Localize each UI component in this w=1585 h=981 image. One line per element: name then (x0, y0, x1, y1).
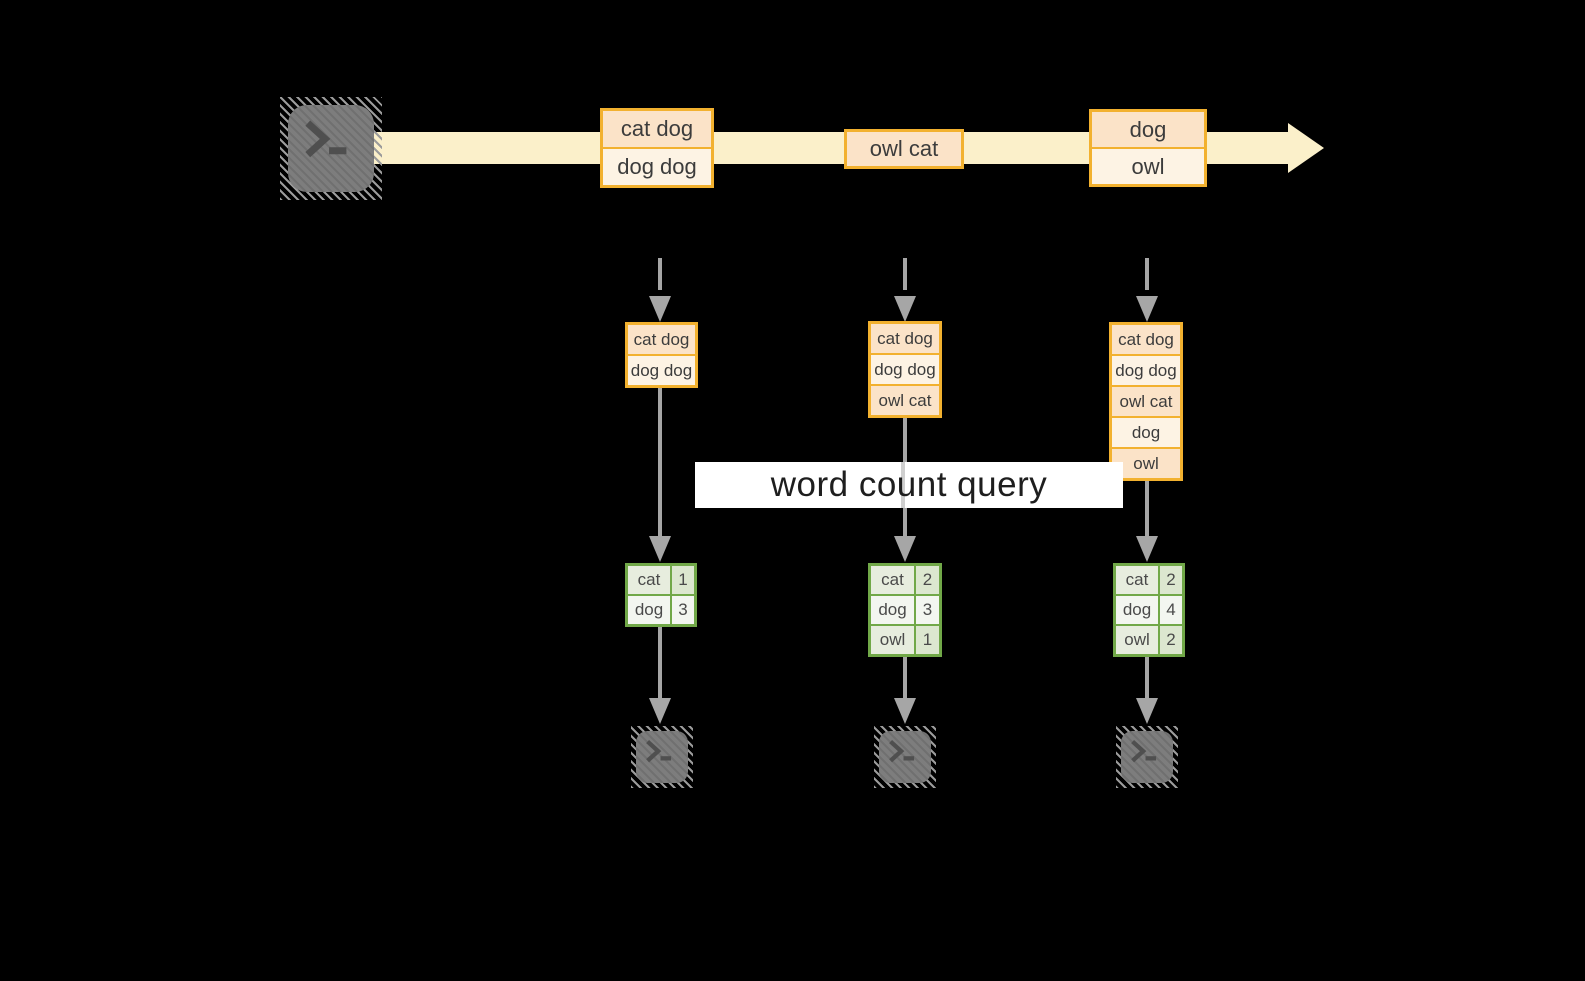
arrowhead-icon (894, 698, 916, 724)
terminal-prompt-icon (889, 739, 915, 763)
count-value: 3 (916, 596, 939, 624)
batch-item: dog dog (1112, 356, 1180, 385)
count-word: dog (1116, 596, 1158, 624)
dashed-arrow-line (658, 258, 662, 290)
batch-item: owl (1112, 449, 1180, 478)
count-value: 3 (672, 596, 694, 624)
count-word: owl (1116, 626, 1158, 654)
stream-batch-1: cat dog dog dog (600, 108, 714, 188)
batch-item: dog dog (628, 356, 695, 385)
batch-item: cat dog (628, 325, 695, 354)
result-table-2: cat 2 dog 3 owl 1 (868, 563, 942, 657)
stream-batch-2: owl cat (844, 129, 964, 169)
count-value: 4 (1160, 596, 1182, 624)
query-label: word count query (770, 465, 1048, 504)
count-word: dog (871, 596, 914, 624)
batch-item: dog dog (603, 149, 711, 185)
input-table-2: cat dog dog dog owl cat (868, 321, 942, 418)
count-word: owl (871, 626, 914, 654)
result-table-3: cat 2 dog 4 owl 2 (1113, 563, 1185, 657)
terminal-icon (1116, 726, 1178, 788)
count-value: 2 (1160, 566, 1182, 594)
batch-item: owl cat (871, 386, 939, 415)
terminal-icon-body (288, 105, 374, 192)
query-label-box: word count query (695, 462, 1123, 508)
terminal-icon (631, 726, 693, 788)
arrowhead-icon (1136, 698, 1158, 724)
connector-line (903, 657, 907, 700)
terminal-icon-body (1120, 730, 1174, 784)
terminal-prompt-icon (304, 120, 346, 158)
count-value: 1 (672, 566, 694, 594)
arrowhead-icon (649, 296, 671, 322)
count-word: dog (628, 596, 670, 624)
batch-item: cat dog (871, 324, 939, 353)
connector-line (1145, 657, 1149, 700)
terminal-prompt-icon (646, 739, 672, 763)
batch-item: owl (1092, 149, 1204, 184)
arrowhead-icon (649, 536, 671, 562)
dashed-arrow-line (903, 258, 907, 290)
result-table-1: cat 1 dog 3 (625, 563, 697, 627)
terminal-icon (874, 726, 936, 788)
count-value: 2 (916, 566, 939, 594)
connector-line (658, 388, 662, 538)
stream-arrowhead-icon (1288, 123, 1324, 173)
count-word: cat (1116, 566, 1158, 594)
stream-batch-3: dog owl (1089, 109, 1207, 187)
connector-line (1145, 481, 1149, 538)
dashed-arrow-line (1145, 258, 1149, 290)
batch-item: dog (1112, 418, 1180, 447)
arrowhead-icon (1136, 536, 1158, 562)
connector-line (658, 627, 662, 700)
batch-item: cat dog (1112, 325, 1180, 354)
count-value: 1 (916, 626, 939, 654)
batch-item: dog (1092, 112, 1204, 147)
batch-item: dog dog (871, 355, 939, 384)
connector-line-overlay (901, 462, 905, 508)
arrowhead-icon (649, 698, 671, 724)
batch-item: owl cat (847, 132, 961, 166)
input-table-1: cat dog dog dog (625, 322, 698, 388)
count-value: 2 (1160, 626, 1182, 654)
arrowhead-icon (1136, 296, 1158, 322)
terminal-icon (280, 97, 382, 200)
terminal-icon-body (635, 730, 689, 784)
count-word: cat (871, 566, 914, 594)
arrowhead-icon (894, 536, 916, 562)
arrowhead-icon (894, 296, 916, 322)
count-word: cat (628, 566, 670, 594)
terminal-prompt-icon (1131, 739, 1157, 763)
batch-item: owl cat (1112, 387, 1180, 416)
terminal-icon-body (878, 730, 932, 784)
input-table-3: cat dog dog dog owl cat dog owl (1109, 322, 1183, 481)
batch-item: cat dog (603, 111, 711, 147)
